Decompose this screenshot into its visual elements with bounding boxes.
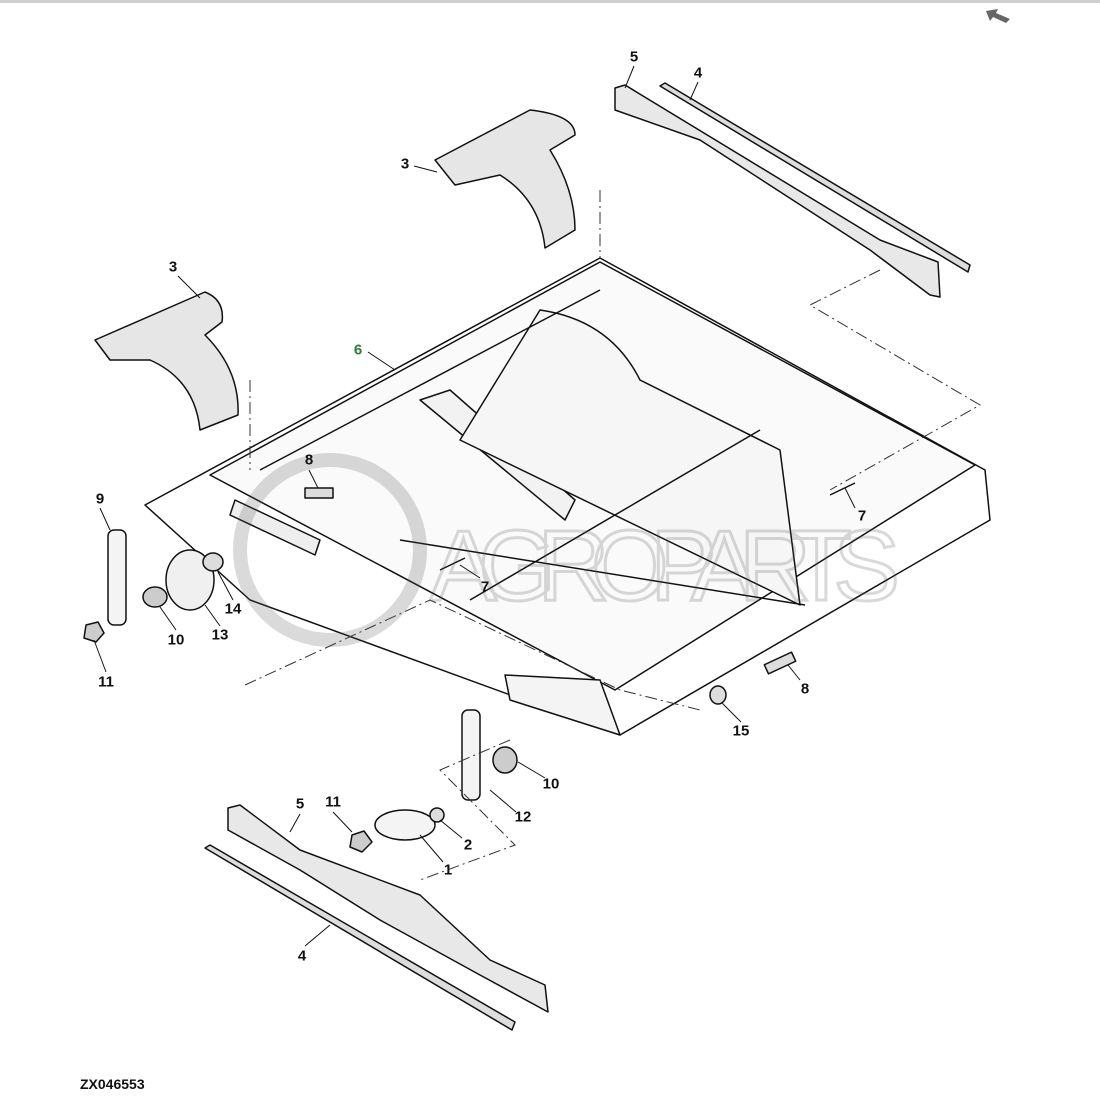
- strip-part-4-upper: [659, 82, 971, 273]
- callout-2: 2: [463, 836, 473, 854]
- bolt-part-8-lower: [763, 651, 797, 675]
- callout-4-upper: 4: [693, 64, 703, 82]
- callout-15: 15: [732, 722, 750, 740]
- callout-7-right: 7: [857, 507, 867, 525]
- callout-4-lower: 4: [297, 947, 307, 965]
- callout-5-lower: 5: [295, 795, 305, 813]
- link-part-9: [107, 529, 127, 626]
- callout-10-right: 10: [542, 775, 560, 793]
- back-button[interactable]: [984, 7, 1014, 25]
- callout-1: 1: [443, 861, 453, 879]
- top-border: [0, 0, 1100, 3]
- plate-part-1: [374, 809, 436, 841]
- washer-part-15: [709, 685, 727, 705]
- callout-11-left: 11: [98, 673, 114, 691]
- foam-part-3-upper: [434, 109, 576, 249]
- callout-10-left: 10: [167, 631, 185, 649]
- rivet-part-7-right: [829, 482, 856, 496]
- back-arrow-icon: [986, 9, 1010, 23]
- callout-3-upper: 3: [400, 155, 410, 173]
- callout-8-upper: 8: [304, 451, 314, 469]
- callout-3-left: 3: [168, 258, 178, 276]
- strip-part-4-lower: [204, 844, 516, 1031]
- washer-part-14: [202, 552, 224, 572]
- bushing-part-10-left: [142, 586, 168, 608]
- callout-7-left: 7: [480, 578, 490, 596]
- plate-part-13: [165, 549, 215, 611]
- agroparts-watermark: AGROPARTS: [233, 453, 902, 647]
- strip-part-5-upper: [614, 84, 941, 298]
- callout-8-lower: 8: [800, 680, 810, 698]
- nut-part-11-right: [349, 830, 373, 853]
- link-part-12: [461, 709, 481, 801]
- callout-6[interactable]: 6: [353, 341, 363, 359]
- callout-9: 9: [95, 490, 105, 508]
- callout-14: 14: [224, 600, 242, 618]
- drawing-id: ZX046553: [80, 1076, 145, 1092]
- bolt-part-8-upper: [304, 487, 334, 499]
- rivet-part-7-left: [439, 557, 466, 571]
- foam-part-3-left: [94, 291, 239, 431]
- callout-12: 12: [514, 808, 532, 826]
- svg-text:AGROPARTS: AGROPARTS: [430, 510, 900, 622]
- callout-5-upper: 5: [629, 48, 639, 66]
- callout-13: 13: [211, 626, 229, 644]
- pin-part-2: [429, 807, 445, 823]
- nut-part-11-left: [83, 621, 105, 643]
- callout-11-right: 11: [325, 793, 341, 811]
- strip-part-5-lower: [227, 804, 549, 1013]
- bushing-part-10-right: [492, 746, 518, 774]
